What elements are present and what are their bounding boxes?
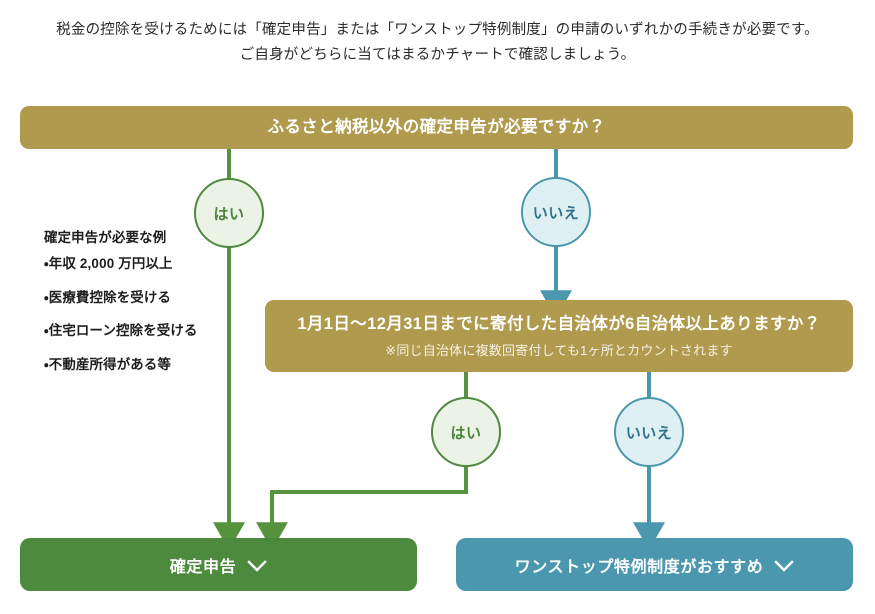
question-2-note: ※同じ自治体に複数回寄付しても1ヶ所とカウントされます	[385, 342, 733, 358]
chevron-down-icon	[247, 559, 267, 572]
answer-circle-no-1-label: いいえ	[532, 204, 580, 222]
question-box-1: ふるさと納税以外の確定申告が必要ですか？	[20, 106, 853, 149]
note-panel-list: ・年収 2,000 万円以上 ・医療費控除を受ける ・住宅ローン控除を受ける ・…	[44, 257, 249, 371]
line-yes2-to-result-green	[256, 466, 468, 551]
question-2-text: 1月1日〜12月31日までに寄付した自治体が6自治体以上ありますか？	[297, 315, 821, 334]
answer-circle-yes-1[interactable]: はい	[194, 178, 264, 248]
answer-circle-no-2-label: いいえ	[625, 424, 673, 442]
result-button-kakutei-shinkoku[interactable]: 確定申告	[20, 538, 417, 591]
note-panel-item: ・住宅ローン控除を受ける	[44, 323, 198, 339]
result-green-label: 確定申告	[169, 558, 237, 576]
note-panel-item: ・医療費控除を受ける	[44, 289, 172, 305]
chevron-down-icon	[774, 559, 795, 572]
intro-text: 税金の控除を受けるためには「確定申告」または「ワンストップ特例制度」の申請のいず…	[0, 18, 875, 69]
answer-circle-yes-2-label: はい	[450, 424, 482, 442]
question-1-text: ふるさと納税以外の確定申告が必要ですか？	[267, 118, 606, 137]
question-box-2: 1月1日〜12月31日までに寄付した自治体が6自治体以上ありますか？ ※同じ自治…	[265, 300, 853, 372]
intro-line-1: 税金の控除を受けるためには「確定申告」または「ワンストップ特例制度」の申請のいず…	[56, 22, 819, 38]
answer-circle-yes-2[interactable]: はい	[431, 397, 501, 467]
result-button-onestop-tokurei[interactable]: ワンストップ特例制度がおすすめ	[456, 538, 853, 591]
note-panel-item: ・年収 2,000 万円以上	[44, 256, 173, 272]
answer-circle-no-2[interactable]: いいえ	[614, 397, 684, 467]
answer-circle-no-1[interactable]: いいえ	[521, 177, 591, 247]
intro-line-2: ご自身がどちらに当てはまるかチャートで確認しましょう。	[239, 47, 636, 64]
answer-circle-yes-1-label: はい	[213, 205, 245, 223]
result-blue-label: ワンストップ特例制度がおすすめ	[514, 558, 764, 576]
note-panel-item: ・不動産所得がある等	[44, 356, 172, 372]
note-panel: 確定申告が必要な例 ・年収 2,000 万円以上 ・医療費控除を受ける ・住宅ロ…	[44, 231, 249, 371]
note-panel-heading: 確定申告が必要な例	[44, 230, 167, 245]
